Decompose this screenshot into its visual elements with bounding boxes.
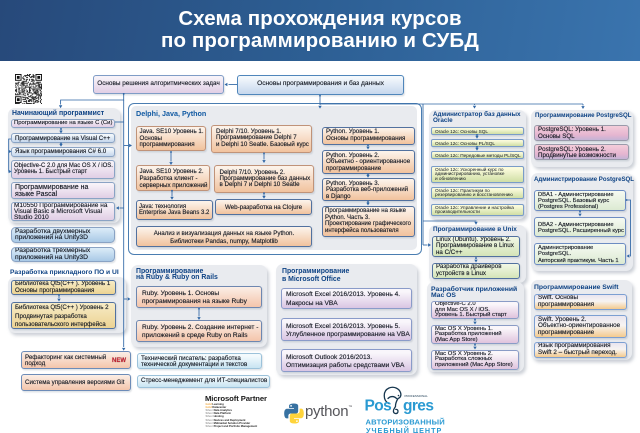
svg-text:gres: gres: [403, 398, 433, 415]
svg-text:PROFESSIONAL: PROFESSIONAL: [405, 394, 429, 398]
svg-text:УЧЕБНЫЙ ЦЕНТР: УЧЕБНЫЙ ЦЕНТР: [366, 426, 442, 433]
svg-text:Pos: Pos: [365, 398, 392, 415]
svg-text:АВТОРИЗОВАННЫЙ: АВТОРИЗОВАННЫЙ: [366, 417, 445, 426]
